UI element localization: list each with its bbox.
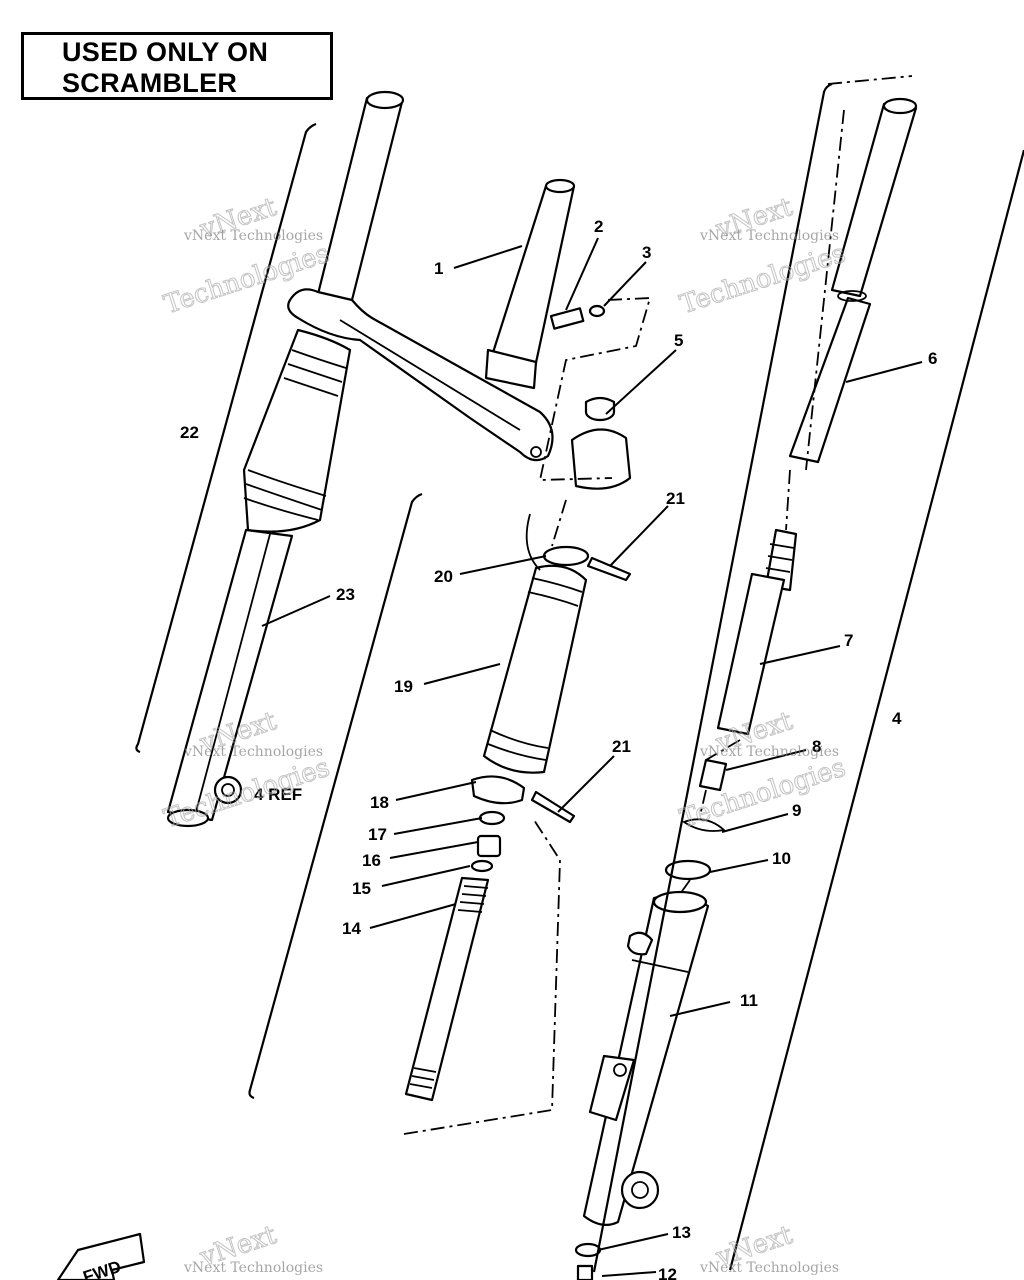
callout-23: 23 (336, 585, 355, 604)
callout-5: 5 (674, 331, 683, 350)
damper-assembly (404, 513, 632, 1102)
svg-text:Technologies: Technologies (676, 753, 849, 835)
callout-19: 19 (394, 677, 413, 696)
callout-4: 4 (892, 709, 902, 728)
callout-17: 17 (368, 825, 387, 844)
callout-21b: 21 (612, 737, 631, 756)
fwd-arrow-icon: FWD (56, 1232, 146, 1280)
svg-text:vNext Technologies: vNext Technologies (699, 228, 839, 244)
fork-tube-6 (788, 97, 918, 464)
callout-22: 22 (180, 423, 199, 442)
svg-text:vNext Technologies: vNext Technologies (183, 228, 323, 244)
callout-11: 11 (740, 991, 758, 1010)
clamp-bolt (549, 304, 606, 330)
svg-text:vNext Technologies: vNext Technologies (183, 744, 323, 760)
small-parts-8-10 (664, 758, 728, 881)
damper-rod-7 (716, 528, 798, 736)
callout-15: 15 (352, 879, 371, 898)
leaders-and-brackets (135, 75, 1024, 1277)
callout-4-ref: 4 REF (254, 785, 302, 804)
callout-2: 2 (594, 217, 603, 236)
callout-20: 20 (434, 567, 453, 586)
pinch-clamp (570, 396, 632, 490)
callout-9: 9 (792, 801, 801, 820)
outer-leg-11 (582, 890, 710, 1227)
svg-text:vNext Technologies: vNext Technologies (183, 1260, 323, 1276)
drain-washer-13-screw-12 (574, 1242, 602, 1280)
callout-16: 16 (362, 851, 381, 870)
callout-6: 6 (928, 349, 937, 368)
steering-stem (484, 178, 576, 390)
callout-12: 12 (658, 1265, 677, 1280)
assembled-fork-leg (166, 90, 554, 828)
callout-13: 13 (672, 1223, 691, 1242)
scrambler-note: USED ONLY ON SCRAMBLER (21, 32, 333, 100)
callout-18: 18 (370, 793, 389, 812)
callout-8: 8 (812, 737, 821, 756)
svg-text:vNext Technologies: vNext Technologies (699, 744, 839, 760)
callout-21a: 21 (666, 489, 685, 508)
callout-14: 14 (342, 919, 361, 938)
note-line-1: USED ONLY ON (62, 37, 269, 67)
callout-3: 3 (642, 243, 651, 262)
callout-labels: 1 2 3 4 5 6 7 8 9 10 11 12 13 14 15 16 1… (180, 217, 937, 1280)
callout-10: 10 (772, 849, 791, 868)
note-line-2: SCRAMBLER (62, 68, 238, 98)
callout-7: 7 (844, 631, 853, 650)
svg-text:vNext Technologies: vNext Technologies (699, 1260, 839, 1276)
callout-1: 1 (434, 259, 443, 278)
